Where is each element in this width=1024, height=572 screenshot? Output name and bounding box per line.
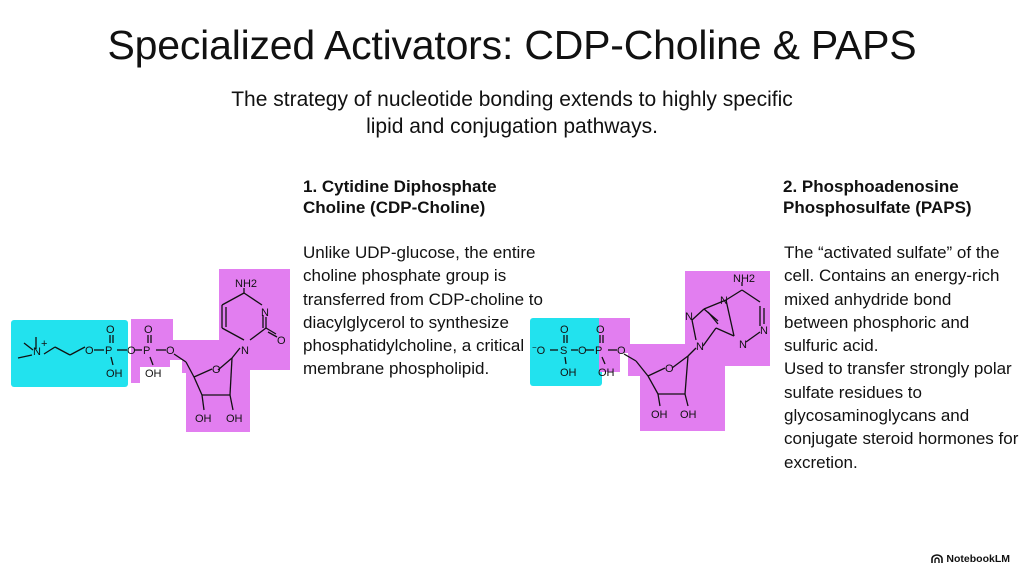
cdp-o5-label: O — [166, 345, 175, 357]
paps-heading-line-1: 2. Phosphoadenosine — [783, 177, 959, 196]
choline-n-label: N — [33, 346, 41, 358]
paps-structure: −O O S O O P O OH OH O OH OH N N N N N N… — [530, 271, 770, 431]
cdp-oh2-label: OH — [145, 368, 162, 380]
notebooklm-logo-icon — [931, 554, 944, 563]
cytosine-o-label: O — [277, 335, 286, 347]
cdp-o1-label: O — [85, 345, 94, 357]
cdp-oh3-label: OH — [195, 413, 212, 425]
adenine-n1-label: N — [720, 295, 728, 307]
cytosine-nh2-label: NH2 — [235, 278, 257, 290]
paps-s-label: S — [560, 345, 567, 357]
nucleotide-highlight-box — [131, 269, 290, 432]
subtitle-line-1: The strategy of nucleotide bonding exten… — [231, 88, 793, 111]
cytosine-n3-label: N — [261, 307, 269, 319]
cdp-p1-label: P — [105, 345, 112, 357]
paps-ring-o-label: O — [665, 363, 674, 375]
paps-oh4-label: OH — [680, 409, 697, 421]
adenine-nh2-label: NH2 — [733, 273, 755, 285]
paps-minus-sign: − — [532, 343, 537, 352]
adenine-n7-label: N — [685, 311, 693, 323]
paps-description-para-2: Used to transfer strongly polar sulfate … — [784, 359, 1019, 472]
notebooklm-branding: NotebookLM — [931, 553, 1010, 565]
cytosine-n1-label: N — [241, 345, 249, 357]
cdp-choline-description: Unlike UDP-glucose, the entire choline p… — [303, 243, 543, 379]
cdp-choline-heading-line-2: Choline (CDP-Choline) — [303, 198, 486, 217]
paps-o1-label: O — [560, 324, 569, 336]
paps-description: The “activated sulfate” of the cell. Con… — [784, 241, 1020, 474]
cdp-choline-bonds — [17, 288, 278, 411]
cdp-o3-label: O — [127, 345, 136, 357]
paps-bonds — [550, 282, 765, 407]
paps-oh3-label: OH — [651, 409, 668, 421]
cdp-choline-heading-line-1: 1. Cytidine Diphosphate — [303, 177, 497, 196]
paps-heading: 2. Phosphoadenosine Phosphosulfate (PAPS… — [783, 176, 1023, 218]
paps-o3-label: O — [596, 324, 605, 336]
subtitle-line-2: lipid and conjugation pathways. — [366, 115, 658, 138]
paps-oh1-label: OH — [560, 367, 577, 379]
paps-description-para-1: The “activated sulfate” of the cell. Con… — [784, 243, 1000, 356]
cdp-o4-label: O — [144, 324, 153, 336]
paps-o2-label: O — [578, 345, 587, 357]
paps-p-label: P — [595, 345, 602, 357]
nucleotide-highlight-box — [599, 271, 770, 431]
slide-title: Specialized Activators: CDP-Choline & PA… — [107, 22, 917, 68]
cdp-choline-structure: N + O O P O O P O OH OH O OH OH N N O NH… — [11, 269, 290, 432]
cdp-oh4-label: OH — [226, 413, 243, 425]
adenine-n3-label: N — [760, 325, 768, 337]
cdp-ring-o-label: O — [212, 364, 221, 376]
paps-o4-label: O — [617, 345, 626, 357]
choline-highlight-box — [11, 320, 128, 387]
adenine-n9-label: N — [696, 341, 704, 353]
cdp-o2-label: O — [106, 324, 115, 336]
notebooklm-label: NotebookLM — [946, 553, 1010, 565]
cdp-choline-heading: 1. Cytidine Diphosphate Choline (CDP-Cho… — [303, 176, 553, 218]
sulfate-highlight-box — [530, 318, 602, 386]
paps-heading-line-2: Phosphosulfate (PAPS) — [783, 198, 972, 217]
paps-oh2-label: OH — [598, 367, 615, 379]
paps-o-minus-label: −O — [532, 343, 546, 357]
slide-subtitle: The strategy of nucleotide bonding exten… — [150, 86, 874, 140]
cdp-p2-label: P — [143, 345, 150, 357]
adenine-n-label: N — [739, 339, 747, 351]
cdp-oh1-label: OH — [106, 368, 123, 380]
paps-o-label: O — [537, 345, 546, 357]
choline-charge-label: + — [41, 338, 47, 350]
